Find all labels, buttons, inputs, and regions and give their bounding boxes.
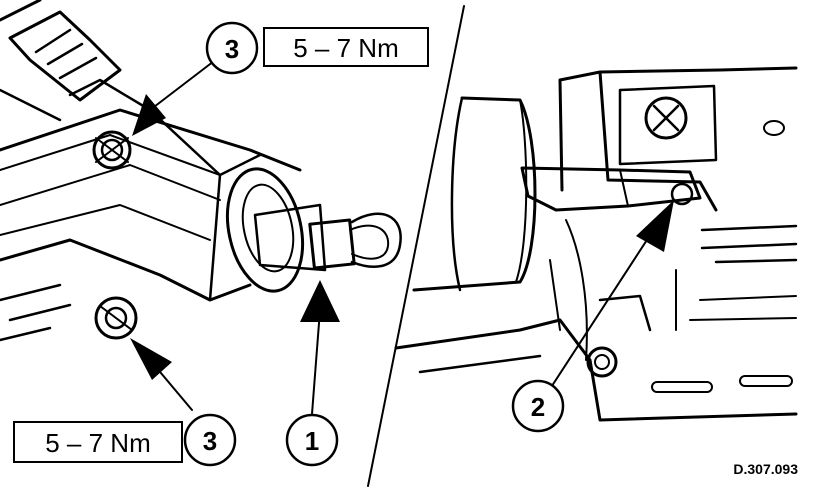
callout-connector-1: 1 <box>285 413 339 467</box>
callout-number: 3 <box>203 426 217 456</box>
callout-arrow-connector <box>300 280 340 415</box>
torque-value: 5 – 7 Nm <box>293 33 399 63</box>
callout-arrow-bottom-bolt <box>130 338 193 411</box>
callout-arrow-pin <box>547 200 674 393</box>
torque-value: 5 – 7 Nm <box>45 428 151 458</box>
lower-mounting-bolt <box>94 296 138 340</box>
callout-number: 2 <box>531 392 545 422</box>
electrical-connector <box>253 203 402 272</box>
switch-housing-assembly <box>394 66 798 422</box>
callout-number: 3 <box>225 34 239 64</box>
callout-bottom-3: 3 <box>183 413 237 467</box>
callout-number: 1 <box>305 426 319 456</box>
panel-divider <box>367 5 465 487</box>
steering-column-assembly <box>0 0 304 342</box>
figure-reference: D.307.093 <box>733 461 798 477</box>
upper-mounting-bolt <box>92 130 132 170</box>
torque-box-top: 5 – 7 Nm <box>263 27 429 67</box>
callout-top-3: 3 <box>205 21 259 75</box>
callout-pin-2: 2 <box>511 379 565 433</box>
torque-box-bottom: 5 – 7 Nm <box>13 421 183 463</box>
callout-arrow-top-bolt <box>132 57 219 136</box>
